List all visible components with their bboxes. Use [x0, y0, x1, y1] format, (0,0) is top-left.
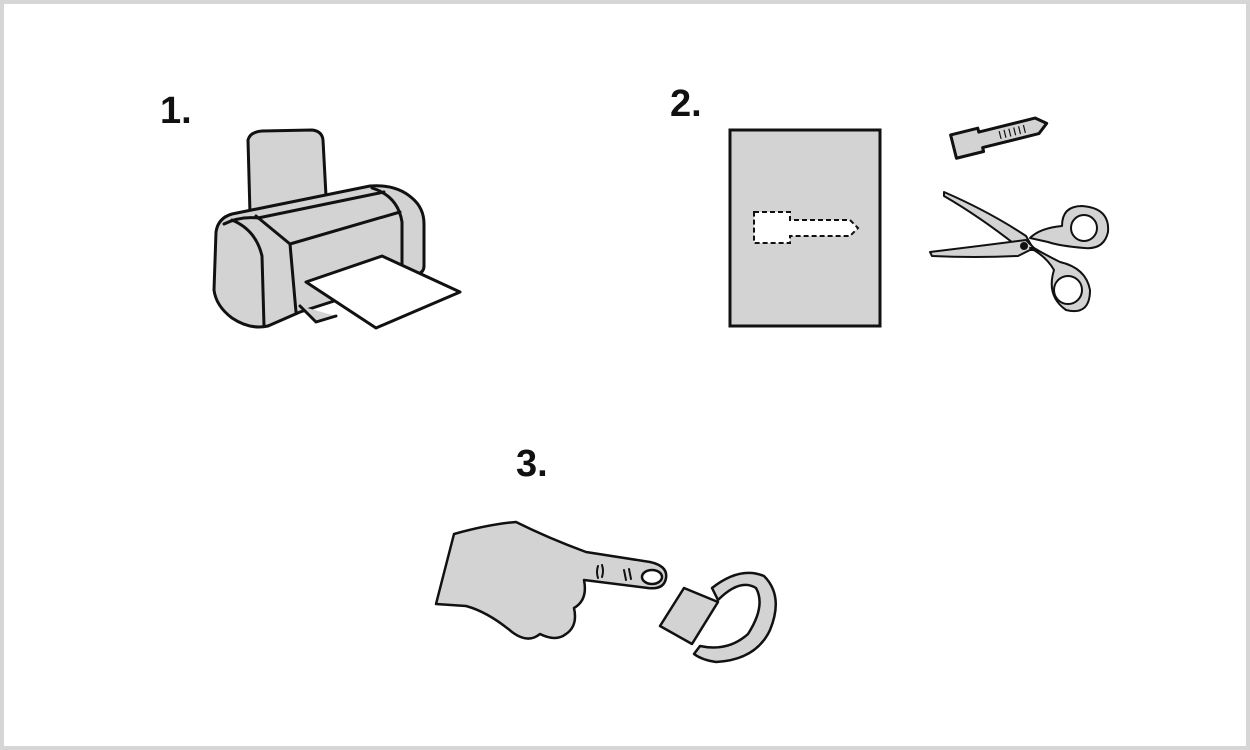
scissors-icon: [929, 191, 1110, 312]
illustrations: [212, 116, 1110, 664]
finger-wrap-icon: [434, 520, 777, 664]
cut-out-template-icon: [728, 128, 882, 328]
step-1-label: 1.: [160, 90, 192, 132]
cut-strip-icon: [949, 116, 1049, 160]
printer-icon: [212, 128, 462, 330]
step-2-label: 2.: [670, 83, 702, 125]
dashed-cut-outline: [753, 211, 860, 244]
wrap-tab: [658, 586, 720, 646]
wrap-band: [692, 571, 777, 664]
hand-icon: [434, 520, 668, 640]
step-3-label: 3.: [516, 443, 548, 485]
